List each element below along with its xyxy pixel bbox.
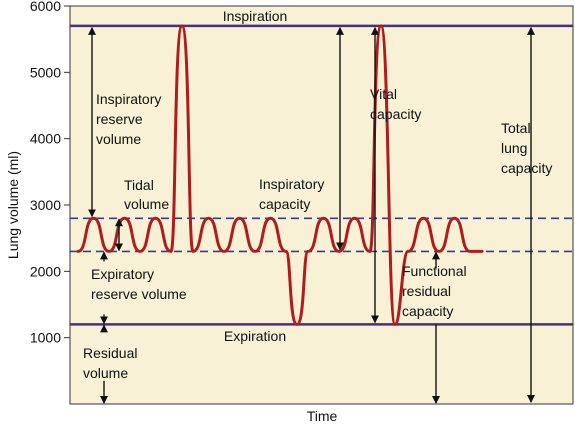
y-tick-label: 4000 (30, 131, 61, 147)
inspiratory-capacity-label: Inspiratory capacity (259, 176, 328, 212)
volume-trace (76, 24, 484, 326)
x-axis-title: Time (307, 408, 338, 424)
expiration-label: Expiration (224, 328, 286, 344)
total-lung-capacity-label: Total lung capacity (501, 120, 552, 176)
y-axis-title: Lung volume (ml) (5, 151, 21, 259)
y-tick-label: 1000 (30, 330, 61, 346)
plot-area (69, 5, 574, 405)
erv-label: Expiratory reserve volume (91, 266, 187, 302)
tidal-volume-label: Tidal volume (124, 177, 169, 212)
y-axis: 1000 2000 3000 4000 5000 6000 (30, 0, 70, 346)
residual-volume-label: Residual volume (83, 345, 141, 381)
frc-label: Functional residual capacity (402, 263, 470, 319)
y-tick-label: 5000 (30, 64, 61, 80)
arrows (88, 26, 535, 404)
y-tick-label: 3000 (30, 197, 61, 213)
inspiration-label: Inspiration (223, 8, 288, 24)
vital-capacity-label: Vital capacity (370, 86, 421, 122)
y-tick-label: 6000 (30, 0, 61, 14)
irv-label: Inspiratory reserve volume (96, 91, 165, 147)
y-tick-label: 2000 (30, 263, 61, 279)
